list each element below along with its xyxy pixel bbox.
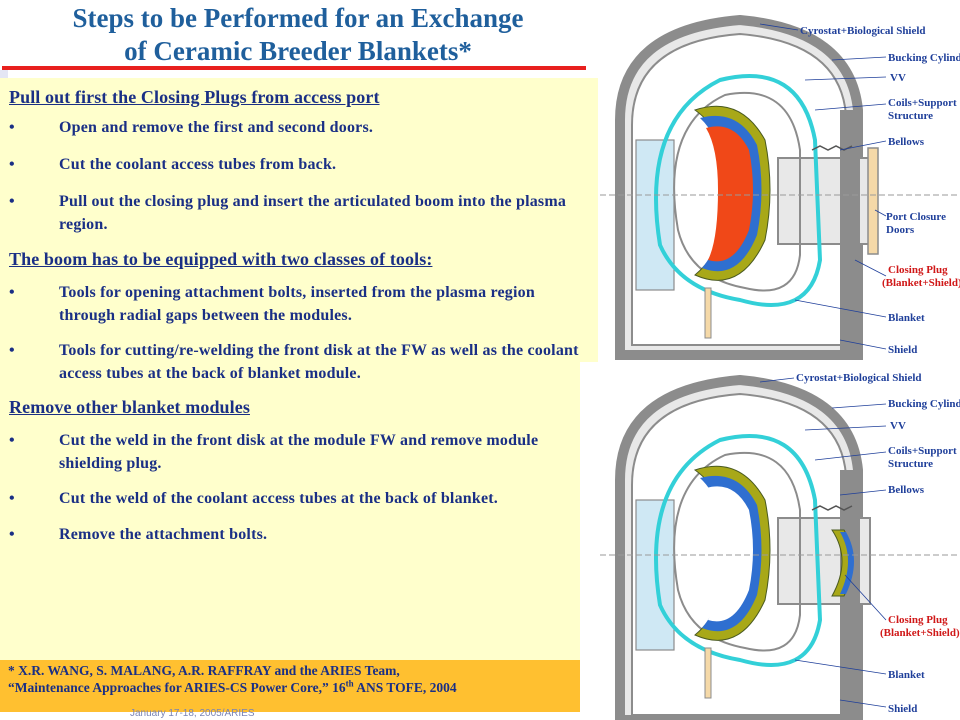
title-underline [2,66,586,70]
plasma-region [706,126,753,262]
citation-line-1: * X.R. WANG, S. MALANG, A.R. RAFFRAY and… [8,663,400,678]
label-vv: VV [890,72,906,84]
port-closure-door [867,147,879,255]
label-plug-1: Closing Plug [888,264,948,276]
bullet-mark: • [9,193,15,210]
label-cryostat: Cyrostat+Biological Shield [796,372,922,384]
text-panel-lower [0,362,580,662]
section-boom-tools: The boom has to be equipped with two cla… [9,248,584,385]
title-line-2: of Ceramic Breeder Blankets* [124,36,472,66]
label-bucking-cylinder: Bucking Cylinder [888,52,960,64]
text-panel-upper [0,78,598,362]
vessel-outline [673,451,801,652]
bullet-item: • Open and remove the first and second do… [9,116,584,139]
bullet-text: Cut the weld in the front disk at the mo… [59,432,539,472]
bullet-item: • Pull out the closing plug and insert th… [9,190,584,236]
label-port-2: Doors [886,224,915,236]
bullet-list: • Tools for opening attachment bolts, ins… [9,281,584,385]
bullet-mark: • [9,432,15,449]
bullet-item: • Tools for opening attachment bolts, ins… [9,281,584,327]
title-line-1: Steps to be Performed for an Exchange [72,3,524,33]
bellows [811,505,853,511]
power-core-diagram-bottom: Cyrostat+Biological Shield Bucking Cylin… [600,372,960,720]
bullet-text: Pull out the closing plug and insert the… [59,193,567,233]
bullet-text: Cut the coolant access tubes from back. [59,156,337,173]
label-coils-2: Structure [888,110,933,122]
label-coils-1: Coils+Support [888,445,957,457]
label-shield: Shield [888,703,917,715]
power-core-diagram-top: Cyrostat+Biological Shield Bucking Cylin… [600,14,960,360]
slide-content: Pull out first the Closing Plugs from ac… [9,86,584,546]
coil-support [704,647,712,699]
bullet-mark: • [9,156,15,173]
bullet-item: • Remove the attachment bolts. [9,523,584,546]
closing-plug-blanket [840,532,854,594]
right-structure [840,110,860,355]
section-closing-plugs: Pull out first the Closing Plugs from ac… [9,86,584,236]
left-shield-block [635,139,675,291]
bullet-mark: • [9,490,15,507]
label-coils-2: Structure [888,458,933,470]
bullet-mark: • [9,342,15,359]
label-vv: VV [890,420,906,432]
label-blanket: Blanket [888,312,925,324]
section-heading: The boom has to be equipped with two cla… [9,249,433,269]
citation-box: * X.R. WANG, S. MALANG, A.R. RAFFRAY and… [0,660,580,712]
bullet-mark: • [9,119,15,136]
bullet-mark: • [9,526,15,543]
bullet-text: Remove the attachment bolts. [59,526,268,543]
bullet-text: Tools for cutting/re-welding the front d… [59,342,579,382]
label-coils-1: Coils+Support [888,97,957,109]
slide-title: Steps to be Performed for an Exchange of… [0,2,596,68]
vessel-outline [673,91,801,292]
coil-loop [654,74,823,307]
label-plug-2: (Blanket+Shield) [882,277,960,289]
bullet-text: Tools for opening attachment bolts, inse… [59,284,535,324]
bullet-item: • Cut the weld in the front disk at the m… [9,429,584,475]
label-port-1: Port Closure [886,211,946,223]
label-blanket: Blanket [888,669,925,681]
label-shield: Shield [888,344,917,356]
bullet-text: Open and remove the first and second doo… [59,119,374,136]
section-remove-modules: Remove other blanket modules • Cut the we… [9,396,584,546]
section-heading: Remove other blanket modules [9,397,250,417]
label-bucking-cylinder: Bucking Cylinder [888,398,960,410]
label-bellows: Bellows [888,484,925,496]
footer-date: January 17-18, 2005/ARIES [130,708,255,719]
bullet-item: • Cut the weld of the coolant access tube… [9,487,584,510]
bullet-mark: • [9,284,15,301]
bullet-item: • Cut the coolant access tubes from back. [9,153,584,176]
label-bellows: Bellows [888,136,925,148]
bullet-list: • Cut the weld in the front disk at the m… [9,429,584,546]
label-cryostat: Cyrostat+Biological Shield [800,25,926,37]
coil-loop [654,434,823,667]
bullet-list: • Open and remove the first and second do… [9,116,584,236]
section-heading: Pull out first the Closing Plugs from ac… [9,87,380,107]
bullet-item: • Tools for cutting/re-welding the front … [9,339,584,385]
label-plug-1: Closing Plug [888,614,948,626]
label-plug-2: (Blanket+Shield) [880,627,960,639]
bullet-text: Cut the weld of the coolant access tubes… [59,490,499,507]
citation-line-2: “Maintenance Approaches for ARIES-CS Pow… [8,678,457,695]
coil-support [704,287,712,339]
plasma-region-empty [706,486,753,622]
